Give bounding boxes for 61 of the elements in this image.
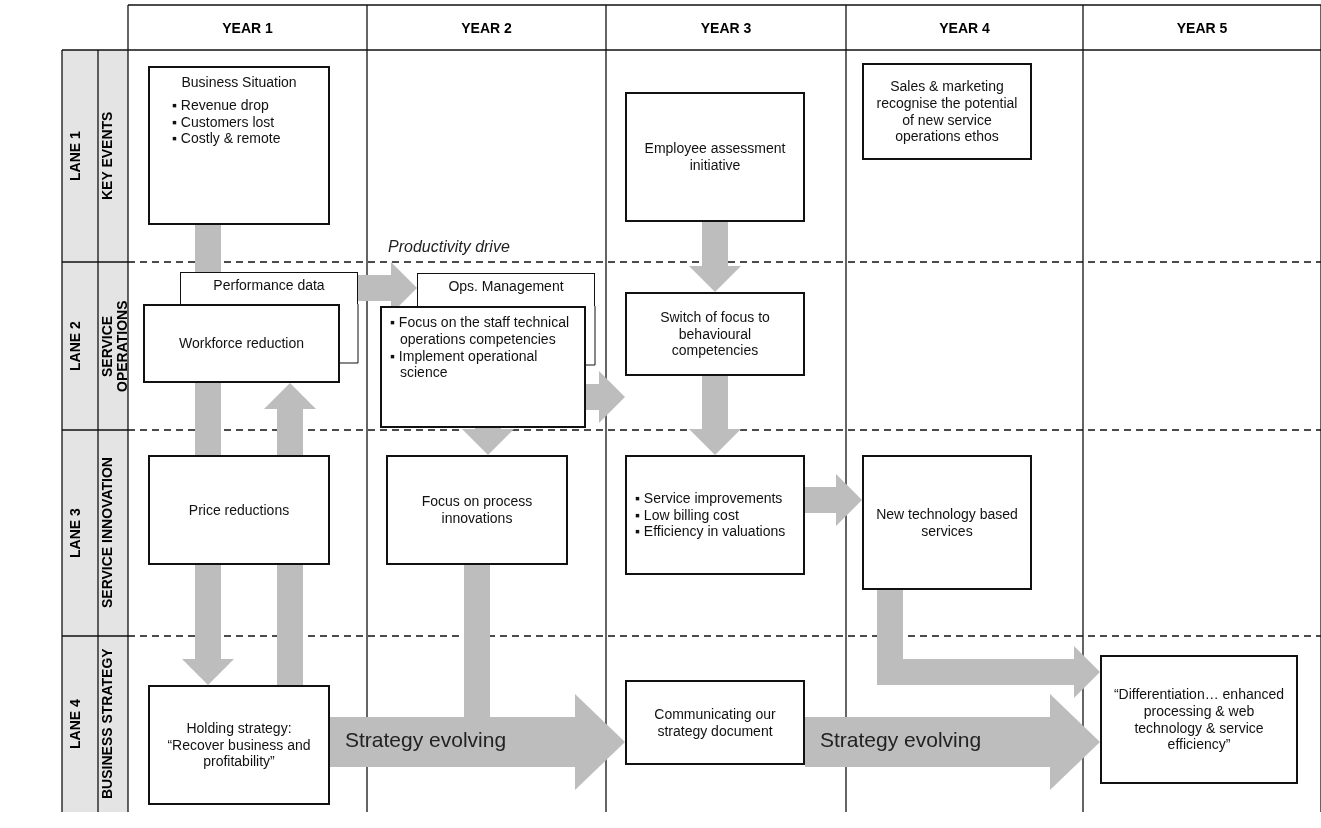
- bullet-item: ▪ Revenue drop: [171, 96, 270, 114]
- box-text: Business Situation: [181, 74, 297, 91]
- box-text: Ops. Management: [448, 278, 564, 295]
- lane-number: LANE 3: [68, 507, 84, 560]
- box-text: Communicating our strategy document: [653, 705, 777, 740]
- arrow: [689, 222, 741, 292]
- bullet-item: ▪ Customers lost: [171, 113, 276, 131]
- arrow: [462, 428, 514, 455]
- bullet-item: ▪ Low billing cost: [635, 506, 740, 524]
- lane-title: KEY EVENTS: [100, 110, 116, 203]
- process-box: [862, 63, 1032, 160]
- process-box: [148, 66, 330, 225]
- process-box: [148, 685, 330, 805]
- process-box: [380, 306, 586, 428]
- column-header: YEAR 5: [1175, 20, 1229, 36]
- process-box: [625, 455, 805, 575]
- column-header: YEAR 1: [221, 20, 274, 36]
- lane-title: SERVICE OPERATIONS: [100, 299, 126, 394]
- arrow: [805, 474, 862, 526]
- process-box: [625, 680, 805, 765]
- arrow: [264, 383, 316, 455]
- process-box: [417, 273, 595, 306]
- process-box: [148, 455, 330, 565]
- bullet-item: ▪ Implement operational science: [390, 347, 539, 382]
- edge-label: Strategy evolving: [820, 728, 982, 752]
- box-text: Holding strategy: “Recover business and profitability”: [166, 719, 312, 771]
- process-box: [386, 455, 568, 565]
- column-header: YEAR 3: [699, 20, 753, 36]
- process-box: [625, 92, 805, 222]
- arrow: [805, 694, 1100, 790]
- process-box: [625, 292, 805, 376]
- process-box: [180, 272, 358, 304]
- box-text: “Differentiation… enhanced processing & web technology & service efficiency”: [1112, 685, 1286, 754]
- arrow: [330, 694, 625, 790]
- process-box: [862, 455, 1032, 590]
- column-header: YEAR 4: [938, 20, 991, 36]
- box-text: Workforce reduction: [179, 335, 304, 352]
- box-text: Price reductions: [188, 501, 290, 519]
- arrow: [182, 565, 234, 685]
- lane-number: LANE 2: [68, 320, 84, 373]
- edge-label: Productivity drive: [388, 238, 510, 256]
- box-text: Focus on process innovations: [420, 493, 534, 527]
- arrow: [689, 376, 741, 455]
- edge-label: Strategy evolving: [345, 728, 507, 752]
- bullet-item: ▪ Service improvements: [635, 489, 784, 507]
- bullet-item: ▪ Focus on the staff technical operations competencies: [390, 314, 571, 348]
- box-text: Performance data: [213, 277, 325, 294]
- box-text: Sales & marketing recognise the potential of new service operations ethos: [875, 77, 1019, 146]
- box-text: New technology based services: [875, 505, 1019, 540]
- bullet-item: ▪ Efficiency in valuations: [635, 523, 787, 541]
- lane-number: LANE 4: [68, 698, 84, 751]
- box-text: Employee assessment initiative: [643, 140, 787, 174]
- lane-number: LANE 1: [68, 130, 84, 183]
- column-header: YEAR 2: [460, 20, 513, 36]
- process-box: [1100, 655, 1298, 784]
- lane-title: BUSINESS STRATEGY: [100, 647, 116, 802]
- lane-title: SERVICE INNOVATION: [100, 456, 116, 611]
- box-text: Switch of focus to behavioural competencies: [659, 308, 771, 360]
- bullet-item: ▪ Costly & remote: [171, 130, 282, 148]
- arrow: [586, 371, 625, 423]
- process-box: [143, 304, 340, 383]
